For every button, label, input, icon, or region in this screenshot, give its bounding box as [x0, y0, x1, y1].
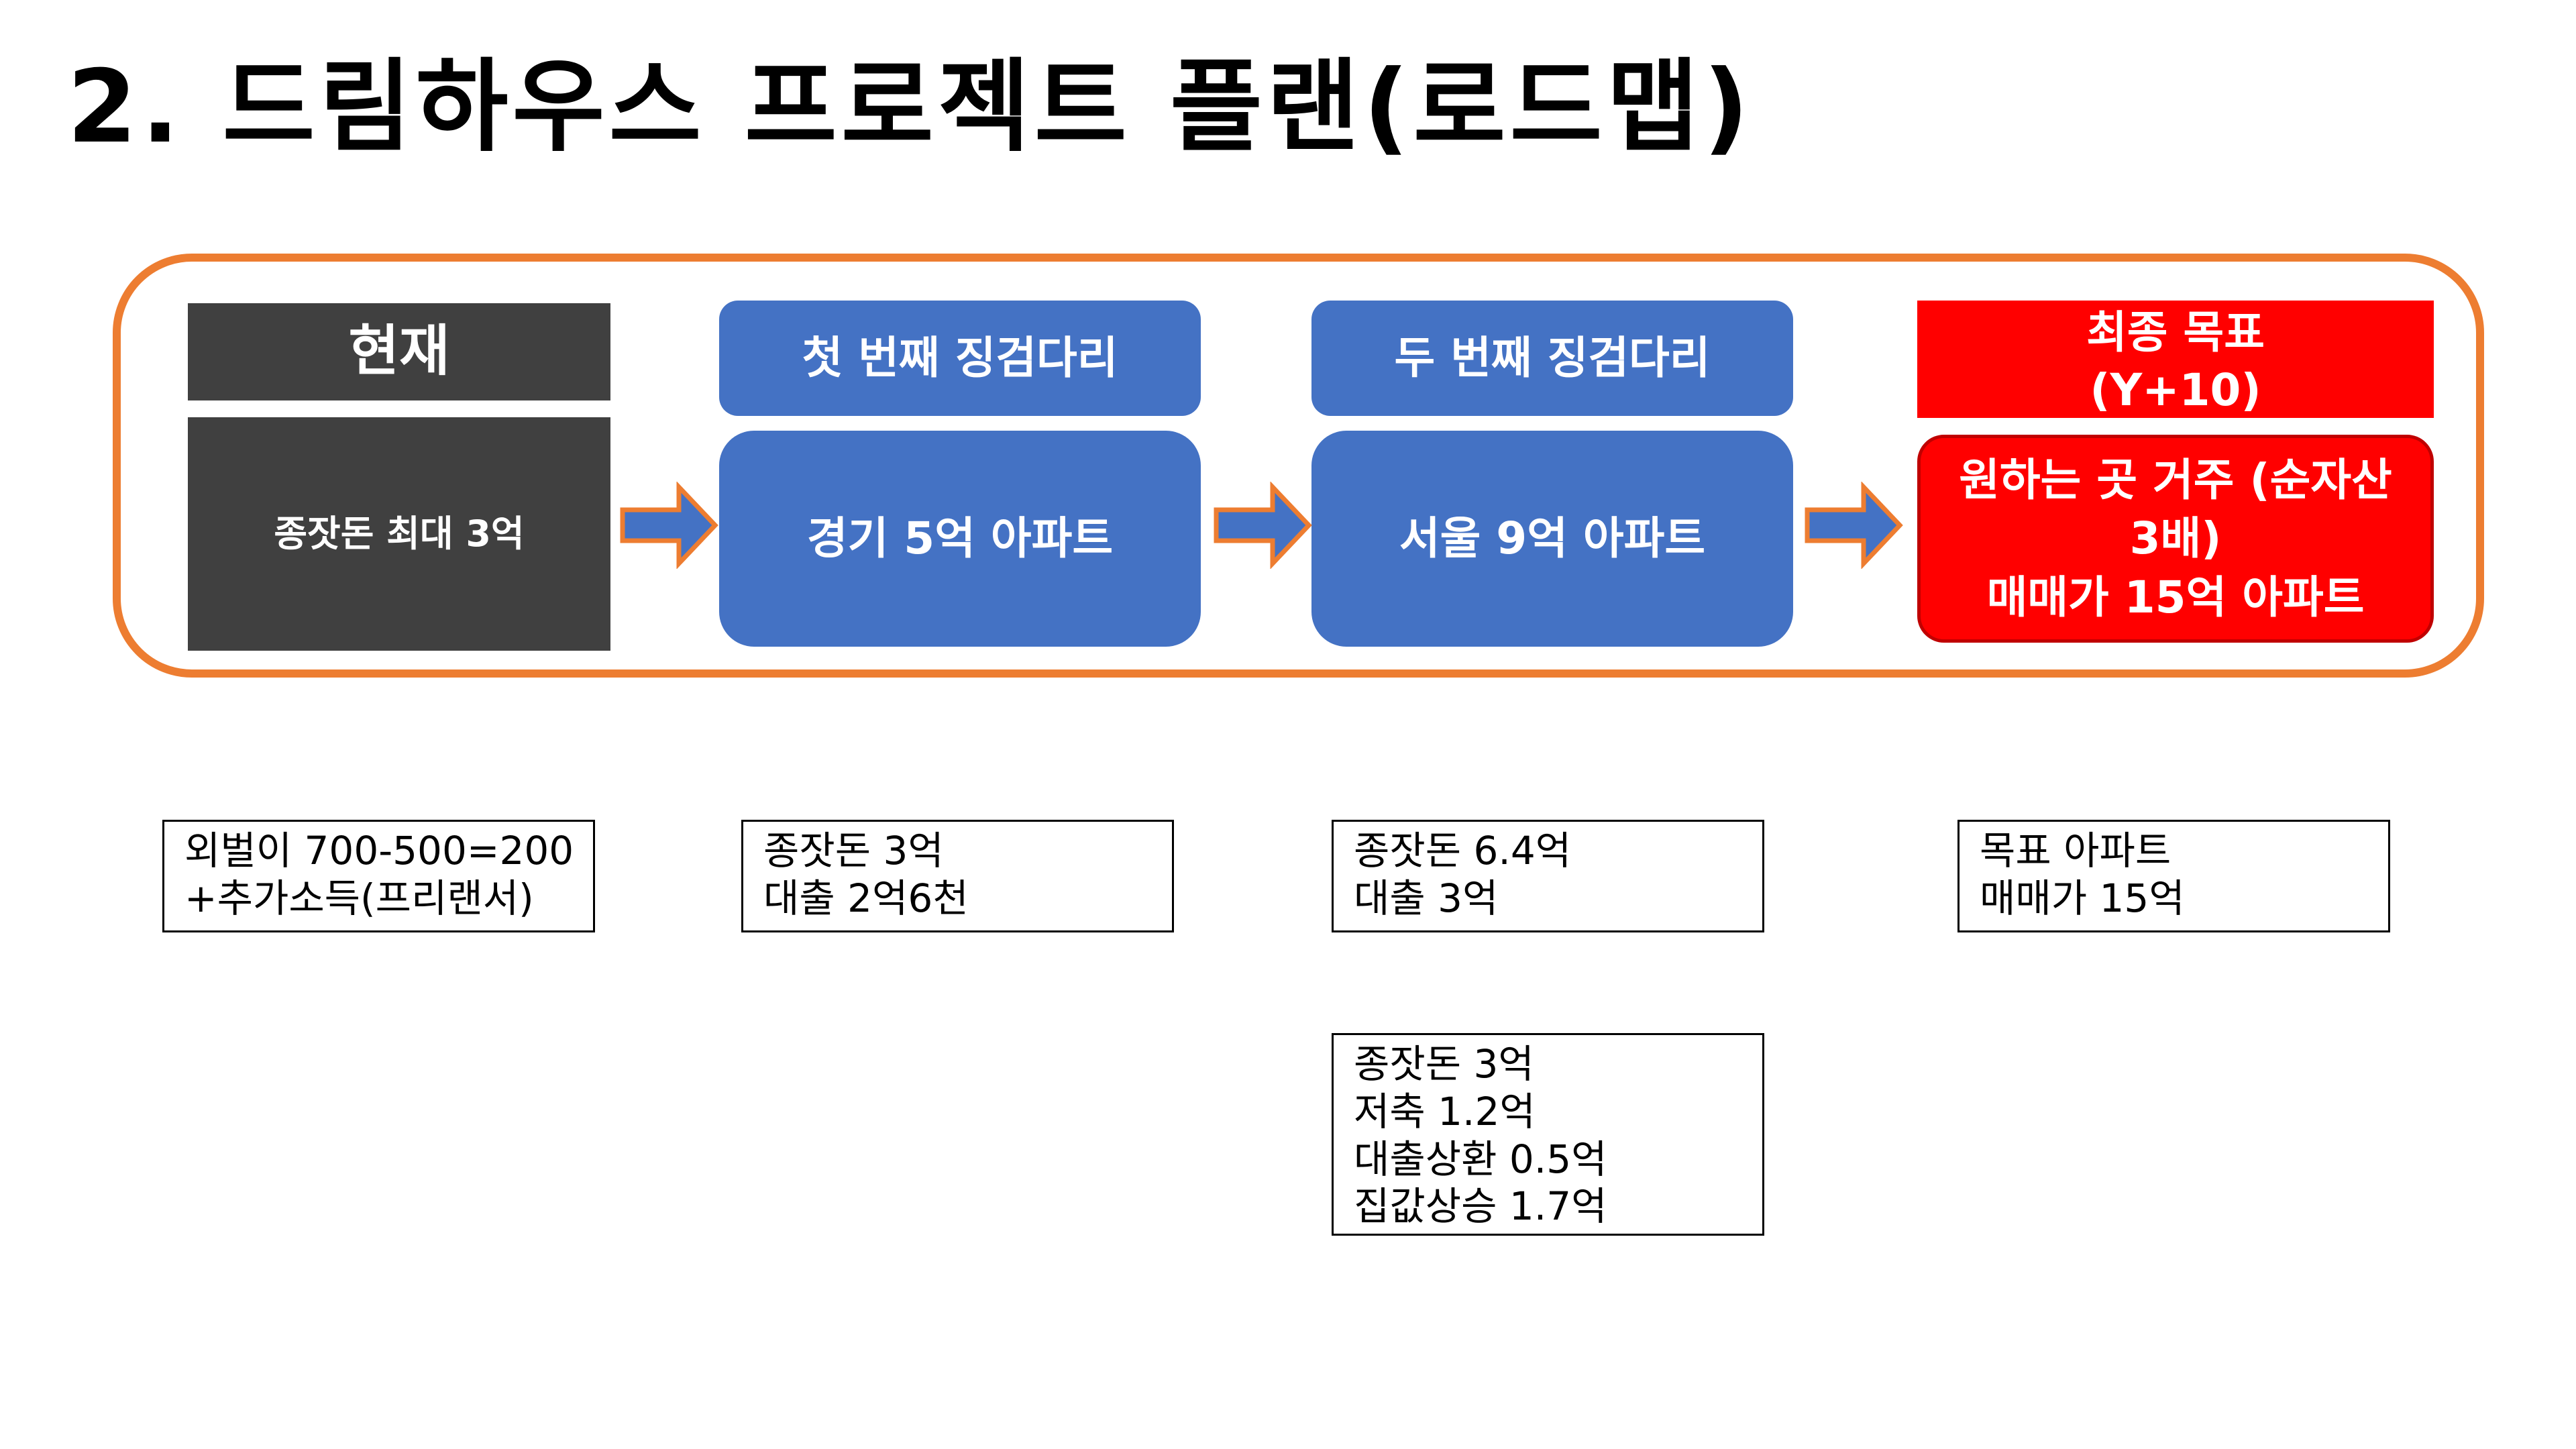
- right-arrow-icon: [620, 482, 718, 569]
- note-seed-money-breakdown: 종잣돈 3억 저축 1.2억 대출상환 0.5억 집값상승 1.7억: [1332, 1033, 1764, 1236]
- note-line: 집값상승 1.7억: [1354, 1183, 1607, 1230]
- stage-final-goal-header: 최종 목표 (Y+10): [1917, 301, 2434, 418]
- final-goal-line-1: 원하는 곳 거주 (순자산: [1959, 454, 2392, 506]
- final-goal-line-3: 매매가 15억 아파트: [1986, 571, 2365, 623]
- stage-final-goal-body: 원하는 곳 거주 (순자산 3배) 매매가 15억 아파트: [1917, 435, 2434, 643]
- stage-first-bridge-header: 첫 번째 징검다리: [719, 301, 1201, 416]
- slide-title: 2. 드림하우스 프로젝트 플랜(로드맵): [67, 49, 1754, 166]
- note-line: 종잣돈 6.4억: [1354, 828, 1572, 873]
- right-arrow-icon: [1214, 482, 1312, 569]
- final-goal-term: (Y+10): [2090, 364, 2261, 416]
- note-line: 종잣돈 3억: [1354, 1041, 1534, 1087]
- stage-first-bridge-body: 경기 5억 아파트: [719, 431, 1201, 647]
- note-line: 저축 1.2억: [1354, 1088, 1536, 1134]
- stage-second-bridge-header: 두 번째 징검다리: [1311, 301, 1793, 416]
- stage-second-bridge-body: 서울 9억 아파트: [1311, 431, 1793, 647]
- note-line: 대출상환 0.5억: [1354, 1136, 1607, 1182]
- note-line: +추가소득(프리랜서): [184, 875, 534, 921]
- note-line: 외벌이 700-500=200: [184, 828, 574, 873]
- note-second-bridge-funding: 종잣돈 6.4억 대출 3억: [1332, 820, 1764, 932]
- note-current-income: 외벌이 700-500=200 +추가소득(프리랜서): [162, 820, 595, 932]
- roadmap-frame: [113, 254, 2484, 678]
- note-line: 목표 아파트: [1980, 828, 2171, 873]
- note-first-bridge-funding: 종잣돈 3억 대출 2억6천: [741, 820, 1174, 932]
- note-line: 매매가 15억: [1980, 875, 2185, 921]
- right-arrow-icon: [1805, 482, 1903, 569]
- note-line: 대출 2억6천: [763, 875, 969, 921]
- note-final-goal-target: 목표 아파트 매매가 15억: [1957, 820, 2390, 932]
- final-goal-title: 최종 목표: [2086, 306, 2265, 358]
- note-line: 종잣돈 3억: [763, 828, 944, 873]
- stage-current-header: 현재: [188, 303, 610, 400]
- final-goal-line-2: 3배): [2129, 513, 2222, 565]
- stage-current-body: 종잣돈 최대 3억: [188, 417, 610, 651]
- note-line: 대출 3억: [1354, 875, 1499, 921]
